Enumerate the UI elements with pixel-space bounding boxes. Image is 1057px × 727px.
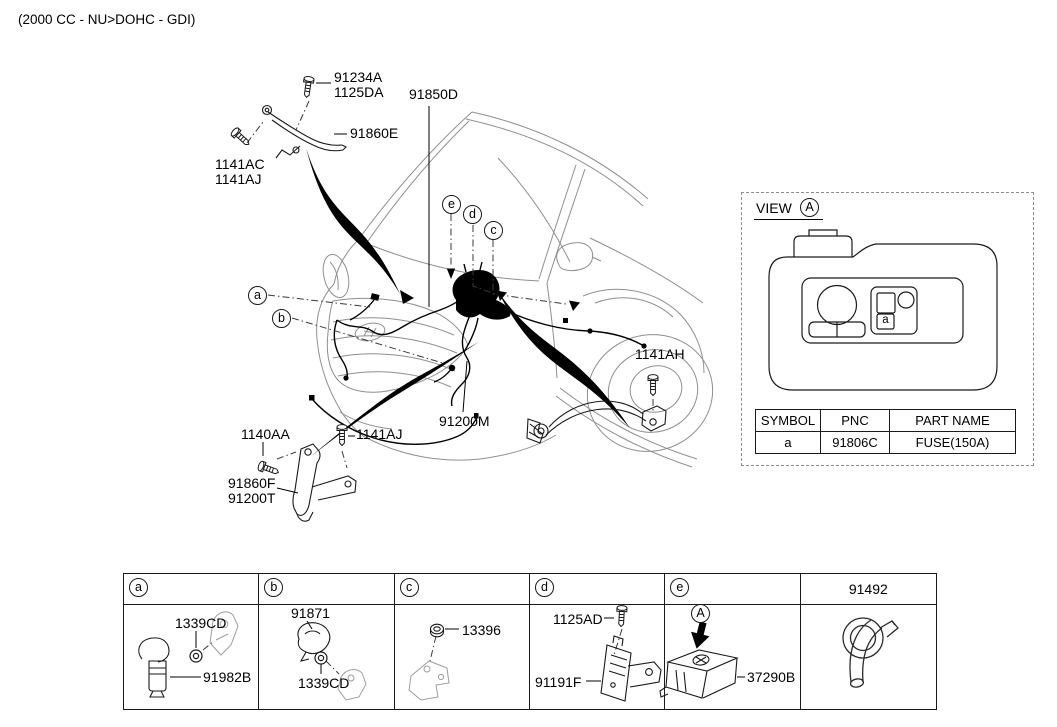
part-label-91982B: 91982B [203, 669, 252, 685]
cell-b-ghost-bracket [337, 669, 367, 701]
car-outline [316, 111, 714, 468]
table-callout-c: c [399, 578, 419, 597]
fuse-symbol: a [755, 431, 821, 454]
part-label-91860F: 91860F [228, 475, 276, 491]
callout-d: d [463, 205, 482, 224]
part-label-91850D: 91850D [409, 86, 459, 102]
body-cell-e [665, 605, 801, 709]
col-symbol: SYMBOL [755, 409, 821, 432]
body-cell-91492 [801, 605, 936, 709]
callout-arrows [446, 268, 710, 649]
view-letter-callout: A [800, 198, 819, 217]
hyundai-logo [354, 322, 386, 342]
leader-lines [170, 82, 745, 682]
col-pnc: PNC [820, 409, 890, 432]
cell-c-ghost-bracket [408, 660, 450, 701]
fuse-spec-data-row: a 91806C FUSE(150A) [755, 431, 1016, 454]
part-label-1141AJ-top: 1141AJ [215, 171, 262, 187]
cell-91492-grommet [842, 617, 899, 688]
part-label-91234A: 91234A [334, 69, 383, 85]
fuse-slot-a-label: a [882, 314, 889, 326]
side-mirror [556, 242, 594, 272]
battery-cable [526, 400, 667, 444]
cell-a-parts [138, 637, 170, 698]
bolts [229, 75, 659, 628]
part-label-91200M: 91200M [439, 413, 490, 429]
bracket-91860E [261, 104, 347, 159]
part-label-13396: 13396 [462, 622, 501, 638]
body-cell-d [530, 605, 666, 709]
callout-b: b [272, 309, 291, 328]
view-a-arrow [691, 621, 710, 649]
part-label-91191F: 91191F [535, 674, 582, 690]
table-callout-d: d [534, 578, 554, 597]
header-cell-a: a [124, 574, 260, 605]
header-cell-d: d [529, 574, 666, 605]
fuse-pnc: 91806C [820, 431, 890, 454]
header-cell-91492: 91492 [800, 574, 936, 605]
view-title-underline [754, 219, 823, 220]
part-label-1140AA: 1140AA [241, 426, 290, 442]
cell-a-ghost-bracket [209, 611, 239, 656]
header-label-91492: 91492 [848, 581, 888, 597]
view-label: VIEW [756, 200, 792, 216]
harness-connectors [309, 270, 647, 419]
part-label-91871: 91871 [291, 605, 330, 621]
header-cell-c: c [394, 574, 530, 605]
fuse-spec-header-row: SYMBOL PNC PART NAME [755, 409, 1016, 432]
fusebox-illustration [768, 229, 998, 391]
part-label-1125DA: 1125DA [334, 84, 384, 100]
fuse-spec-table: SYMBOL PNC PART NAME a 91806C FUSE(150A) [755, 409, 1016, 454]
reference-table: a b c d e 91492 [123, 573, 937, 710]
body-cell-c [395, 605, 530, 709]
cell-d-parts [600, 635, 662, 702]
leader-sweeps [306, 148, 630, 457]
page-title: (2000 CC - NU>DOHC - GDI) [18, 12, 196, 27]
headlamp [322, 253, 350, 299]
cell-c-parts [429, 623, 445, 638]
col-part-name: PART NAME [889, 409, 1016, 432]
part-label-37290B: 37290B [747, 669, 796, 685]
part-label-1125AD: 1125AD [553, 611, 603, 627]
table-callout-a: a [129, 578, 148, 597]
dash-leaders [202, 100, 654, 675]
table-callout-b: b [264, 578, 284, 597]
cell-e-view-callout: A [691, 604, 710, 623]
view-a-panel [741, 192, 1034, 466]
part-label-1141AJ-bottom: 1141AJ [356, 426, 403, 442]
part-label-91860E: 91860E [350, 125, 399, 141]
part-label-1339CD-b: 1339CD [298, 675, 350, 691]
part-label-1141AC: 1141AC [215, 156, 265, 172]
part-label-91200T: 91200T [228, 490, 276, 506]
callout-e: e [442, 195, 461, 214]
wiring-harness [309, 261, 647, 445]
cell-b-parts [297, 622, 331, 662]
body-cell-a [124, 605, 260, 709]
part-label-1141AH: 1141AH [635, 346, 685, 362]
part-label-1339CD-a: 1339CD [175, 615, 227, 631]
callout-a: a [248, 286, 267, 305]
cell-e-parts [659, 649, 739, 699]
fuse-part-name: FUSE(150A) [889, 431, 1016, 454]
body-cell-b [259, 605, 395, 709]
callout-c: c [484, 221, 503, 240]
header-cell-b: b [259, 574, 395, 605]
table-callout-e: e [670, 578, 690, 597]
bracket-91860F [292, 443, 357, 522]
header-cell-e: e [665, 574, 801, 605]
